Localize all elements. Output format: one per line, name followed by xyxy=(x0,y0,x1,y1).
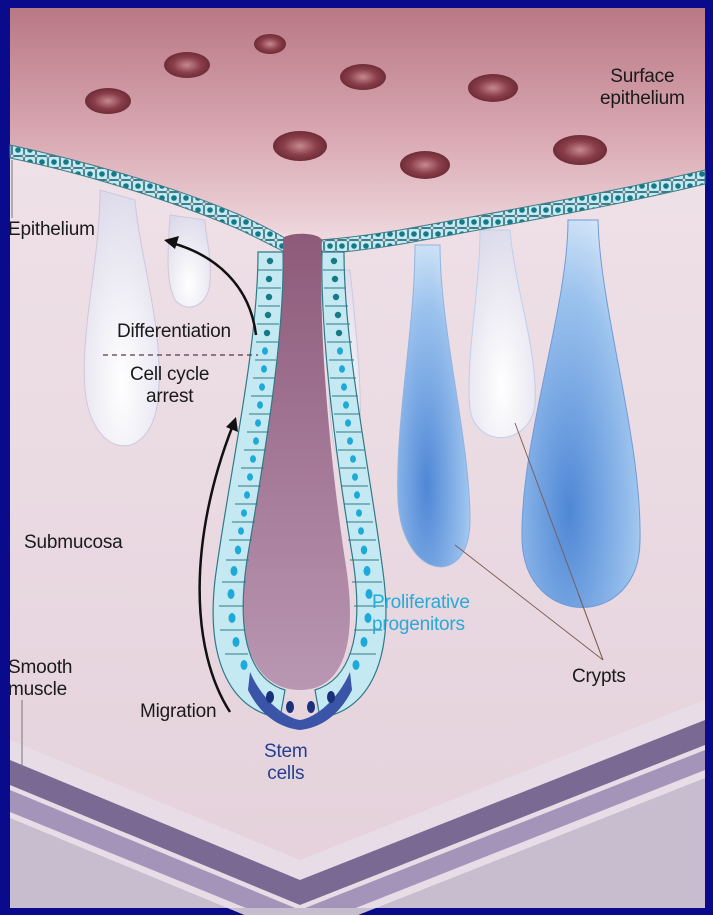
label-epithelium: Epithelium xyxy=(8,219,95,241)
label-smooth-muscle: Smooth muscle xyxy=(8,657,72,701)
label-differentiation: Differentiation xyxy=(117,321,231,343)
label-surface-epithelium: Surface epithelium xyxy=(600,66,685,110)
label-migration: Migration xyxy=(140,701,216,723)
label-submucosa: Submucosa xyxy=(24,532,123,554)
label-proliferative-progenitors: Proliferative progenitors xyxy=(372,592,470,636)
label-cell-cycle-arrest: Cell cycle arrest xyxy=(130,364,209,408)
label-crypts: Crypts xyxy=(572,666,626,688)
label-stem-cells: Stem cells xyxy=(264,741,308,785)
